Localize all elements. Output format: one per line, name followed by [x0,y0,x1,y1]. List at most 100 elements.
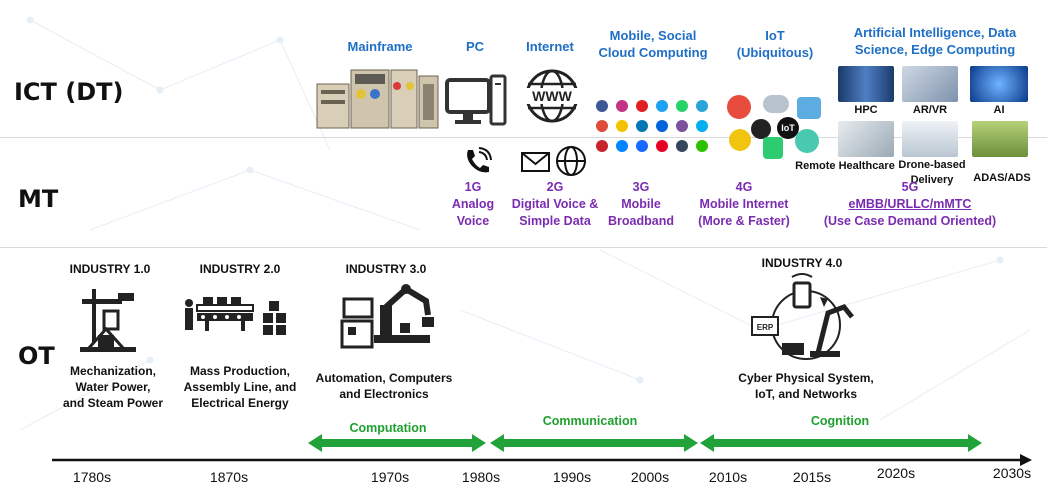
arvr-image [902,66,958,102]
telegram-icon [696,100,708,112]
phase-cognition: Cognition [810,414,870,428]
caption-drone-line1: Drone-based [898,159,966,171]
social-icon-grid [596,100,726,160]
industry-1-title: INDUSTRY 1.0 [69,262,151,276]
gen-2g-name: 2G [546,180,564,194]
caption-hpc: HPC [854,104,878,116]
globe-small-icon [556,146,586,176]
gen-1g-name: 1G [464,180,482,194]
tick-2015s: 2015s [792,469,832,485]
era-mobile-social: Mobile, Social Cloud Computing [588,27,718,61]
era-mobile-line1: Mobile, Social [609,28,697,43]
pinterest-icon [596,140,608,152]
communication-arrow [490,434,698,452]
bulb-red-icon [727,95,751,119]
phone-device-icon [763,137,783,159]
snapchat-icon [616,120,628,132]
messenger-icon [616,140,628,152]
instagram-icon [616,100,628,112]
era-iot: IoT (Ubiquitous) [725,27,825,61]
ai-brain-image [970,66,1028,102]
industry-4-line2: IoT, and Networks [754,387,858,401]
wechat-icon [696,140,708,152]
steam-engine-icon [80,289,136,352]
industry-2-line2: Assembly Line, and [183,380,297,394]
youtube-icon [636,100,648,112]
gen-1g-line2: Voice [456,214,490,228]
industry-4-title: INDUSTRY 4.0 [761,256,843,270]
row-label-ot: OT [18,342,55,370]
cyber-physical-icon: ERP [751,273,854,360]
gen-5g-name: 5G [901,180,919,194]
gen-2g-line1: Digital Voice & [511,197,599,211]
whatsapp-icon [676,100,688,112]
caption-drone-line2: Delivery [910,174,954,186]
gen-2g-line2: Simple Data [519,214,591,228]
mainframe-icon [316,69,439,129]
industry-2-title: INDUSTRY 2.0 [199,262,281,276]
viber-icon [676,120,688,132]
iot-badge-icon: IoT [777,117,799,139]
robotic-arm-icon [340,284,434,349]
envelope-icon [521,152,550,172]
cognition-arrow [700,434,982,452]
phase-arrows [308,434,982,452]
computation-arrow [308,434,486,452]
industry-3-title: INDUSTRY 3.0 [345,262,427,276]
iot-hub-icon [751,119,771,139]
www-text: WWW [532,88,572,104]
industry-4-desc: Cyber Physical System, IoT, and Networks [726,370,886,402]
caption-remote-healthcare: Remote Healthcare [795,160,895,172]
separator-ict-mt [0,137,1047,138]
drone-image [902,121,958,157]
caption-ai: AI [993,104,1005,116]
gen-5g-line1: eMBB/URLLC/mMTC [848,197,972,211]
linkedin-icon [636,120,648,132]
phase-computation: Computation [349,421,427,435]
caption-arvr: AR/VR [912,104,948,116]
google-plus-icon [596,120,608,132]
era-mobile-line2: Cloud Computing [598,45,708,60]
industry-2-line3: Electrical Energy [191,396,289,410]
tick-1970s: 1970s [370,469,410,485]
flickr-icon [656,120,668,132]
assembly-line-icon [185,297,286,335]
separator-mt-ot [0,247,1047,248]
industry-3-desc: Automation, Computers and Electronics [300,370,468,402]
gen-4g: 4G Mobile Internet (More & Faster) [684,179,804,230]
behance-icon [636,140,648,152]
cloud-icon [763,95,789,113]
twitter-icon [656,100,668,112]
facebook-icon [596,100,608,112]
era-pc: PC [465,39,485,54]
phone-icon [467,147,492,173]
industry-1-line1: Mechanization, [69,364,156,378]
tick-2030s: 2030s [992,465,1032,481]
industry-1-line2: Water Power, [75,380,151,394]
tick-2010s: 2010s [708,469,748,485]
caption-drone: Drone-based Delivery [896,158,968,188]
globe-www-icon: WWW [525,69,579,123]
gen-3g-name: 3G [632,180,650,194]
phase-communication: Communication [542,414,638,428]
hpc-image [838,66,894,102]
gen-3g-line2: Broadband [608,214,674,228]
era-iot-line2: (Ubiquitous) [736,45,814,60]
gen-3g: 3G Mobile Broadband [600,179,682,230]
tick-2000s: 2000s [630,469,670,485]
industry-3-line1: Automation, Computers [315,371,453,385]
gen-4g-name: 4G [735,180,753,194]
industry-3-line2: and Electronics [339,387,429,401]
era-ai-line1: Artificial Intelligence, Data [853,25,1017,40]
gen-1g-line1: Analog [451,197,495,211]
tick-1780s: 1780s [72,469,112,485]
tumblr-icon [676,140,688,152]
era-ai-line2: Science, Edge Computing [854,42,1016,57]
gen-1g: 1G Analog Voice [440,179,506,230]
timeline-axis [52,454,1032,466]
caption-adas: ADAS/ADS [973,172,1031,184]
remote-healthcare-image [838,121,894,157]
industry-2-desc: Mass Production, Assembly Line, and Elec… [172,363,308,411]
era-internet: Internet [526,39,574,54]
